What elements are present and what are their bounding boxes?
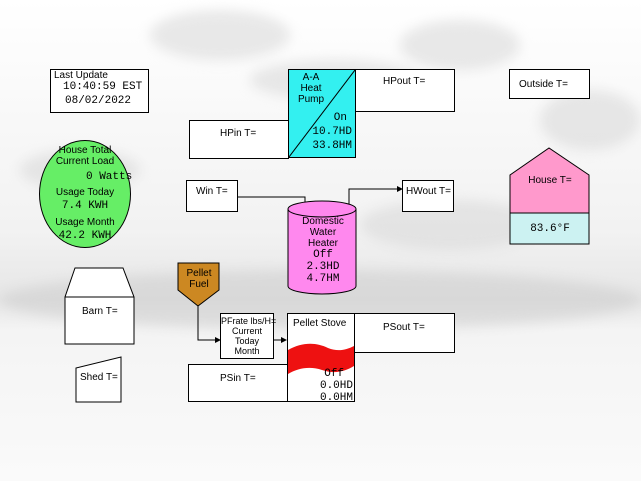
pfrate-label: PFrate lbs/H=	[221, 316, 277, 326]
heat-pump-title-line1: A-A	[302, 72, 320, 83]
house-load-title-line2: Current Load	[55, 156, 115, 167]
last-update-panel: Last Update 10:40:59 EST 08/02/2022	[50, 69, 149, 113]
heat-pump-hours-month: 33.8HM	[312, 140, 352, 152]
last-update-label: Last Update	[54, 70, 108, 81]
cloud-decoration	[540, 90, 640, 150]
water-heater-hours-month: 4.7HM	[306, 273, 340, 285]
hwout-temp-label: HWout T=	[406, 186, 451, 197]
hwout-temp-box: HWout T=	[402, 180, 454, 212]
heat-pump-divider	[289, 70, 355, 157]
house-temp-value: 83.6°F	[530, 223, 570, 235]
pellet-stove-hours-month: 0.0HM	[319, 392, 353, 402]
heat-pump-state: On	[333, 112, 347, 124]
hpin-temp-box: HPin T=	[189, 120, 289, 159]
water-heater-tank	[287, 200, 357, 295]
heat-pump-title-line2: Heat	[300, 83, 322, 94]
house-load-title: House Total Current Load	[40, 145, 130, 167]
heat-pump-title-line3: Pump	[297, 94, 325, 105]
pellet-fuel-hopper	[177, 262, 220, 307]
house-icon	[509, 147, 590, 245]
shed-temp-label: Shed T=	[80, 372, 118, 383]
house-load-title-line1: House Total	[58, 145, 112, 156]
cloud-decoration	[150, 10, 290, 60]
pellet-stove-flame-icon	[288, 343, 354, 374]
water-heater-title-line3: Heater	[307, 238, 338, 249]
pfrate-today-label: Today	[234, 336, 260, 346]
usage-today-label: Usage Today	[55, 187, 115, 198]
shed-shape	[75, 356, 122, 403]
house-temp-label: House T=	[528, 175, 572, 186]
hpin-temp-label: HPin T=	[220, 128, 257, 139]
pellet-fuel-label: Pellet Fuel	[177, 268, 221, 290]
pellet-feed-rate-box: PFrate lbs/H= Current Today Month	[220, 313, 277, 359]
barn-temp-label: Barn T=	[82, 306, 118, 317]
psout-temp-box: PSout T=	[354, 313, 455, 353]
heat-pump-panel: A-A Heat Pump On 10.7HD 33.8HM	[288, 69, 356, 158]
psout-temp-label: PSout T=	[383, 322, 425, 333]
usage-month-value: 42.2 KWH	[58, 230, 112, 242]
outside-temp-label: Outside T=	[519, 79, 569, 90]
pellet-feed-rate-text: PFrate lbs/H= Current Today Month	[221, 316, 277, 356]
hpout-temp-box: HPout T=	[355, 69, 455, 112]
outside-temp-box: Outside T=	[509, 69, 590, 99]
pfrate-month-label: Month	[234, 346, 260, 356]
water-heater-title-line1: Domestic	[302, 216, 344, 227]
usage-today-value: 7.4 KWH	[61, 200, 109, 212]
water-heater-text: Domestic Water Heater Off 2.3HD 4.7HM	[287, 216, 359, 285]
pellet-fuel-label-line1: Pellet	[186, 268, 212, 279]
water-heater-state: Off	[313, 249, 333, 261]
water-heater-title: Domestic Water Heater	[287, 216, 359, 249]
hpout-temp-label: HPout T=	[383, 76, 426, 87]
heat-pump-title: A-A Heat Pump	[293, 72, 329, 105]
water-heater-title-line2: Water	[309, 227, 337, 238]
barn-shape	[64, 267, 135, 345]
house-load-gauge: House Total Current Load 0 Watts Usage T…	[39, 140, 133, 248]
pellet-stove-state: Off	[324, 368, 344, 380]
psin-temp-label: PSin T=	[220, 373, 256, 384]
house-load-watts: 0 Watts	[86, 171, 133, 183]
heat-pump-hours-day: 10.7HD	[312, 126, 352, 138]
pellet-stove-title: Pellet Stove	[293, 318, 347, 329]
win-temp-label: Win T=	[196, 186, 228, 197]
pellet-stove-panel: Pellet Stove Off 0.0HD 0.0HM	[287, 313, 355, 402]
pfrate-current-label: Current	[231, 326, 262, 336]
win-temp-box: Win T=	[186, 180, 238, 212]
usage-month-label: Usage Month	[55, 217, 115, 228]
cloud-decoration	[400, 20, 520, 70]
pellet-stove-hours-day: 0.0HD	[319, 380, 353, 392]
water-heater-hours-day: 2.3HD	[306, 261, 340, 273]
psin-temp-box: PSin T=	[188, 364, 288, 402]
pellet-fuel-label-line2: Fuel	[189, 279, 209, 290]
last-update-time: 10:40:59 EST	[63, 81, 143, 93]
last-update-date: 08/02/2022	[65, 95, 132, 107]
